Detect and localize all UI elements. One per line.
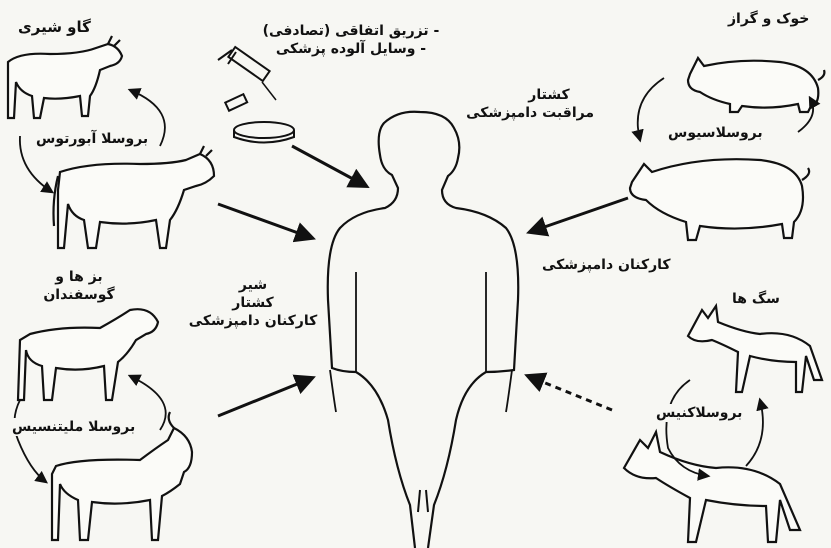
pig-icon bbox=[688, 58, 824, 112]
cow-icon bbox=[54, 146, 215, 248]
label-injection-line2: - وسایل آلوده پزشکی bbox=[262, 40, 440, 58]
label-brucella-melitensis-text: بروسلا ملیتنسیس bbox=[10, 418, 137, 436]
label-milk: شیر bbox=[178, 276, 328, 294]
label-slaughter: کشتار bbox=[178, 294, 328, 312]
label-slaughter-vet: کشتار مراقبت دامپزشکی bbox=[470, 86, 594, 122]
label-goats-sheep: بز ها و گوسفندان bbox=[24, 268, 134, 304]
label-injection-line1: - تزریق اتفاقی (تصادفی) bbox=[262, 22, 440, 40]
label-brucella-canis-text: بروسلاکنیس bbox=[654, 404, 744, 422]
label-vet-workers-center: کارکنان دامپزشکی bbox=[178, 312, 328, 330]
label-brucella-canis: بروسلاکنیس bbox=[654, 404, 744, 422]
dairy-cow-icon bbox=[8, 36, 122, 118]
human-silhouette bbox=[328, 112, 519, 548]
label-dogs: سگ ها bbox=[732, 290, 780, 308]
label-pig-boar: خوک و گراز bbox=[728, 10, 809, 28]
label-vet-care-line2: مراقبت دامپزشکی bbox=[470, 104, 594, 122]
label-dairy-cow: گاو شیری bbox=[18, 18, 91, 36]
label-injection: - تزریق اتفاقی (تصادفی) - وسایل آلوده پز… bbox=[262, 22, 440, 58]
label-center-sources: شیر کشتار کارکنان دامپزشکی bbox=[178, 276, 328, 330]
label-brucella-melitensis: بروسلا ملیتنسیس bbox=[10, 418, 137, 436]
sheep-icon bbox=[18, 309, 158, 400]
dog-icon bbox=[688, 306, 822, 392]
label-goats-line1: بز ها و bbox=[24, 268, 134, 286]
label-brucella-suis: بروسلاسیوس bbox=[668, 124, 763, 142]
dog-icon bbox=[624, 432, 800, 542]
label-vet-workers-right: کارکنان دامپزشکی bbox=[542, 256, 671, 274]
petri-dish-icon bbox=[225, 94, 294, 142]
boar-icon bbox=[630, 159, 809, 240]
label-brucella-abortus: بروسلا آبورتوس bbox=[36, 130, 148, 148]
label-slaughter-line1: کشتار bbox=[504, 86, 594, 104]
label-sheep-line2: گوسفندان bbox=[24, 286, 134, 304]
